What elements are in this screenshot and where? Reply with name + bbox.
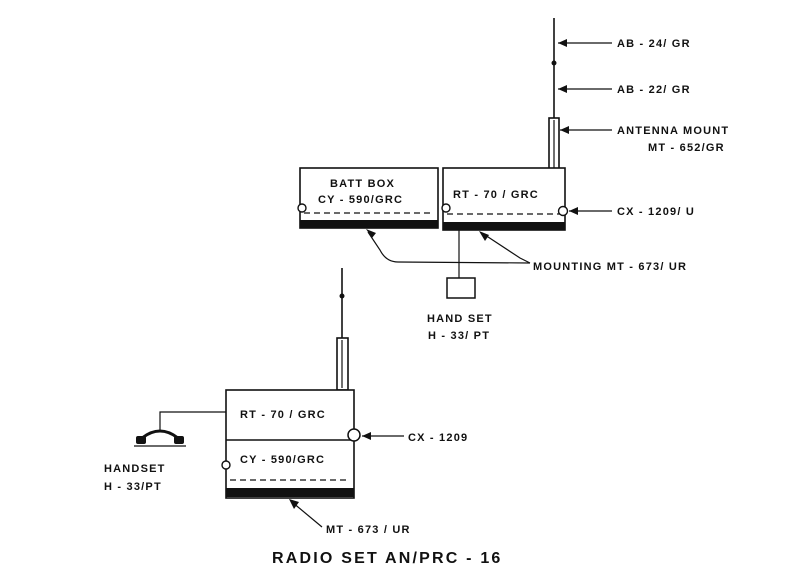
lower-antenna-joint	[339, 293, 345, 299]
mounting-leader-left	[367, 231, 531, 264]
mounting-leader-right	[481, 232, 531, 264]
upper-assembly: AB - 24/ GR AB - 22/ GR ANTENNA MOUNT MT…	[297, 18, 729, 342]
arrow-ab22-head	[558, 85, 567, 93]
lower-handset-icon	[134, 429, 186, 447]
label-upper-handset-model: H - 33/ PT	[428, 330, 490, 342]
label-mounting: MOUNTING MT - 673/ UR	[533, 261, 687, 273]
arrow-mt673-line	[291, 501, 323, 528]
upper-rt-unit-base	[443, 222, 565, 230]
lower-connector-jack	[347, 428, 361, 442]
lower-stack-base	[226, 488, 354, 497]
label-lower-handset: HANDSET	[104, 463, 166, 475]
label-lower-battery: CY - 590/GRC	[240, 454, 325, 466]
lower-assembly: RT - 70 / GRC CY - 590/GRC CX - 1209 HAN…	[104, 268, 468, 536]
upper-batt-box-base	[300, 220, 438, 228]
label-antenna-mount: ANTENNA MOUNT	[617, 125, 729, 137]
label-cx1209u: CX - 1209/ U	[617, 206, 695, 218]
label-ab24: AB - 24/ GR	[617, 38, 691, 50]
label-upper-rt-unit: RT - 70 / GRC	[453, 189, 539, 201]
label-batt-box-model: CY - 590/GRC	[318, 194, 403, 206]
arrow-cx1209u-head	[569, 207, 578, 215]
upper-handset-icon	[446, 277, 476, 299]
label-mt673: MT - 673 / UR	[326, 524, 411, 536]
upper-batt-box-latch	[297, 203, 307, 213]
arrow-mount-head	[560, 126, 569, 134]
diagram-title: RADIO SET AN/PRC - 16	[272, 550, 503, 567]
label-lower-rt-unit: RT - 70 / GRC	[240, 409, 326, 421]
upper-connector-jack	[557, 205, 569, 217]
upper-rt-unit	[442, 167, 566, 231]
mounting-leader-right-head	[479, 231, 489, 241]
upper-antenna-joint-1	[551, 60, 557, 66]
arrow-cx1209-head	[362, 432, 371, 440]
label-upper-handset: HAND SET	[427, 313, 493, 325]
upper-rt-unit-latch	[441, 203, 451, 213]
lower-radio-stack	[225, 389, 355, 499]
upper-batt-box	[299, 167, 439, 229]
arrow-mt673-head	[289, 499, 299, 509]
label-lower-handset-model: H - 33/PT	[104, 481, 162, 493]
label-cx1209: CX - 1209	[408, 432, 468, 444]
label-batt-box: BATT BOX	[330, 178, 395, 190]
arrow-ab24-head	[558, 39, 567, 47]
lower-battery-latch	[221, 460, 231, 470]
label-ab22: AB - 22/ GR	[617, 84, 691, 96]
lower-handset-cord	[159, 411, 226, 430]
label-antenna-mount-model: MT - 652/GR	[648, 142, 725, 154]
mounting-leader-left-head	[366, 229, 376, 238]
